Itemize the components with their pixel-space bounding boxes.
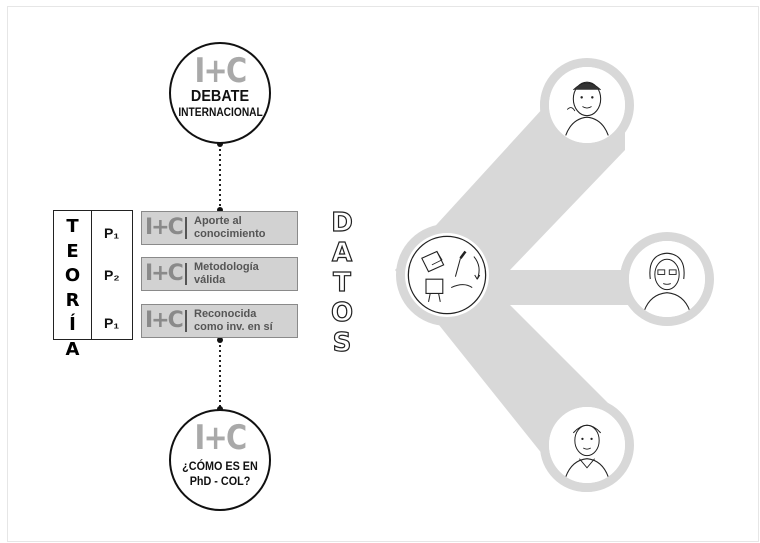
item-separator (185, 310, 187, 332)
datos-letter: S (332, 327, 352, 358)
item-line-1: Aporte al (194, 215, 242, 227)
item-line-1: Metodología (194, 261, 259, 273)
bottom-circle-phd-col: I+C ¿CÓMO ES EN PhD - COL? (169, 409, 271, 511)
person-sketch-1 (540, 58, 634, 152)
ic-logo: I+C (194, 51, 247, 91)
ic-logo: I+C (145, 308, 184, 333)
teoria-vertical-word: T E O R Í A (54, 215, 91, 362)
top-circle-debate: I+C DEBATE INTERNACIONAL (169, 42, 271, 144)
person-sketch (629, 241, 705, 317)
ic-logo: I+C (145, 261, 184, 286)
person-sketch (549, 407, 625, 483)
research-tools-sketch-icon (396, 224, 498, 326)
datos-vertical-word: D A T O S (322, 207, 362, 358)
item-reconocida: I+C Reconocida como inv. en sí (141, 304, 298, 338)
teoria-box: T E O R Í A P₁ P₂ P₁ (53, 210, 133, 360)
item-line-1: Reconocida (194, 308, 257, 320)
debate-label: DEBATE (190, 88, 250, 105)
p-label-2: P₂ (104, 267, 120, 283)
item-line-2: conocimiento (194, 228, 266, 240)
item-text: Aporte al conocimiento (194, 215, 298, 241)
teoria-letter: E (66, 240, 79, 262)
datos-letter: A (331, 237, 353, 268)
ic-logo: I+C (145, 215, 184, 240)
teoria-letter: O (64, 265, 81, 286)
teoria-letter: Í (69, 314, 76, 335)
person-sketch-3 (540, 398, 634, 492)
item-separator (185, 263, 187, 285)
item-aporte: I+C Aporte al conocimiento (141, 211, 298, 245)
question-line-2: PhD - COL? (189, 474, 251, 488)
internacional-label: INTERNACIONAL (178, 105, 263, 119)
teoria-divider (91, 211, 92, 339)
item-line-2: como inv. en sí (194, 321, 273, 333)
person-sketch-2 (620, 232, 714, 326)
item-text: Reconocida como inv. en sí (194, 308, 298, 334)
item-metodologia: I+C Metodología válida (141, 257, 298, 291)
item-separator (185, 217, 187, 239)
figure-frame (7, 6, 759, 542)
teoria-letter: R (65, 289, 80, 311)
question-line-1: ¿CÓMO ES EN (182, 459, 258, 473)
item-text: Metodología válida (194, 261, 298, 287)
datos-letter: O (330, 297, 354, 328)
datos-letter: T (333, 267, 352, 298)
teoria-letter: T (66, 216, 79, 237)
teoria-letter: A (65, 338, 80, 360)
ic-logo: I+C (194, 418, 247, 458)
item-line-2: válida (194, 274, 226, 286)
person-sketch (549, 67, 625, 143)
p-label-1: P₁ (104, 225, 120, 241)
gray-arrow-band (395, 95, 690, 470)
tools-sketch (407, 235, 487, 315)
datos-letter: D (331, 207, 354, 238)
p-label-3: P₁ (104, 315, 120, 331)
